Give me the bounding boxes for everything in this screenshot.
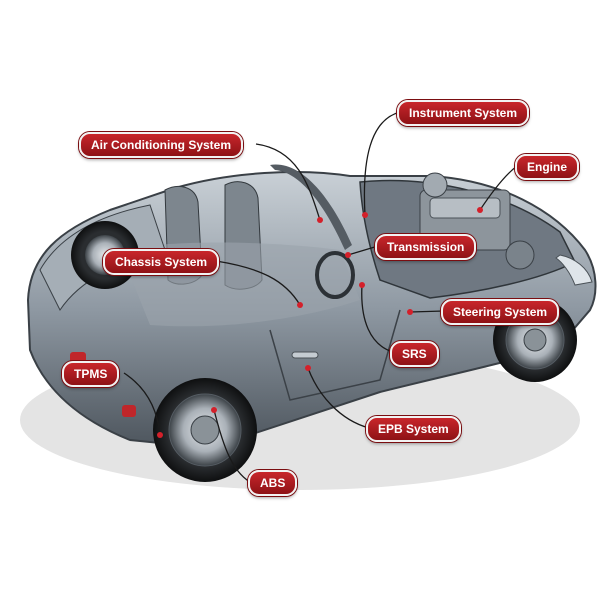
leader-chassis [215,260,301,306]
label-abs: ABS [248,470,298,496]
door-line [269,309,401,401]
leader-srs [361,284,394,353]
label-instrument-system: Instrument System [397,100,530,126]
label-srs: SRS [390,341,439,367]
engine-part [505,240,535,270]
engine-cover [429,197,501,219]
leader-epb [307,367,370,429]
leader-transmission [347,245,379,256]
marker-dot [297,302,303,308]
marker-dot [359,282,365,288]
label-engine: Engine [515,154,580,180]
headlight [555,254,593,286]
leader-aircon [255,143,321,221]
rear-brake-disc [190,415,220,445]
leader-abs [213,409,251,483]
door-handle [291,351,319,359]
marker-dot [317,217,323,223]
label-steering-system: Steering System [441,299,560,325]
marker-dots [157,207,483,438]
steering-wheel [315,251,355,299]
marker-dot [211,407,217,413]
label-epb-system: EPB System [366,416,461,442]
engine-part [422,172,448,198]
marker-dot [477,207,483,213]
marker-dot [345,252,351,258]
marker-dot [305,365,311,371]
leader-tpms [123,372,161,436]
label-tpms: TPMS [62,361,120,387]
marker-dot [407,309,413,315]
leader-instrument [363,111,401,216]
tail-light [122,405,136,417]
leader-steering [409,310,445,313]
label-air-conditioning-system: Air Conditioning System [79,132,244,158]
front-brake-disc [523,328,547,352]
leader-lines [123,111,518,483]
marker-dot [157,432,163,438]
label-chassis-system: Chassis System [103,249,220,275]
leader-engine [479,165,518,211]
marker-dot [362,212,368,218]
label-transmission: Transmission [375,234,477,260]
windshield-frame [270,164,352,250]
